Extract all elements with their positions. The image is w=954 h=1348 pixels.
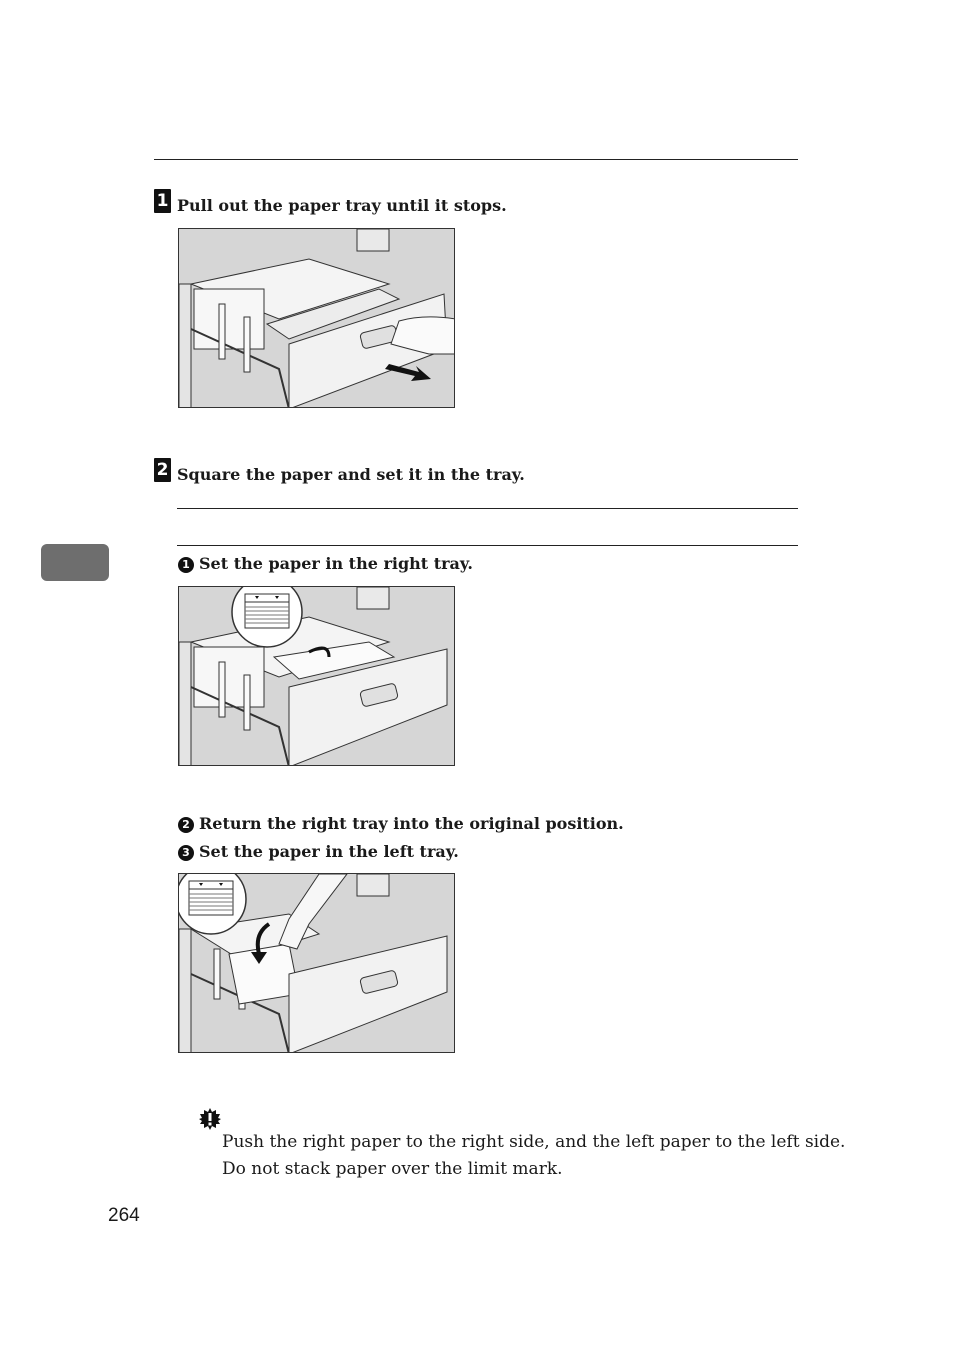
substep-2-bullet: 2 (178, 817, 194, 833)
figure-left-tray (178, 873, 455, 1053)
step-2-number: 2 (154, 458, 171, 482)
step-1-text: Pull out the paper tray until it stops. (177, 196, 507, 215)
substep-3-bullet: 3 (178, 845, 194, 861)
page-number: 264 (108, 1205, 140, 1226)
substep-3-text: Set the paper in the left tray. (199, 842, 459, 861)
header-rule (154, 159, 798, 160)
note-line-1: Push the right paper to the right side, … (222, 1132, 846, 1152)
step-2-text: Square the paper and set it in the tray. (177, 465, 525, 484)
figure-right-tray (178, 586, 455, 766)
substep-2-text: Return the right tray into the original … (199, 814, 624, 833)
left-tray-illustration (179, 874, 454, 1052)
substep-1-text: Set the paper in the right tray. (199, 554, 473, 573)
note-line-2: Do not stack paper over the limit mark. (222, 1159, 563, 1179)
chapter-tab (41, 544, 109, 581)
right-tray-illustration (179, 587, 454, 765)
figure-pull-out-tray (178, 228, 455, 408)
note-box-bottom-rule (177, 545, 798, 546)
note-box-top-rule (177, 508, 798, 509)
substep-1-bullet: 1 (178, 557, 194, 573)
tray-pulled-out-illustration (179, 229, 454, 407)
important-icon (199, 1108, 221, 1130)
step-1-number: 1 (154, 189, 171, 213)
